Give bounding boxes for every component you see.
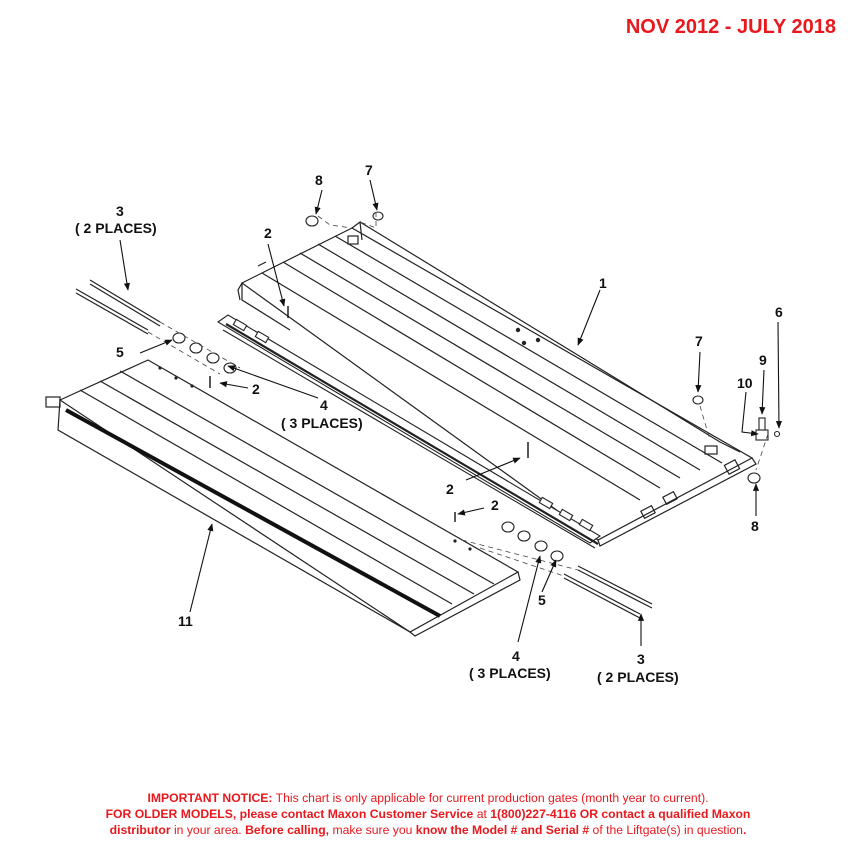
callout-1: 1 <box>599 275 607 291</box>
notice-phone: 1(800)227-4116 OR contact a qualified Ma… <box>490 807 751 821</box>
notice-model-serial: know the Model # and Serial # <box>415 823 590 837</box>
callout-9: 9 <box>759 352 767 368</box>
callout-4-left: 4 <box>320 397 328 413</box>
important-notice: IMPORTANT NOTICE: This chart is only app… <box>0 790 856 838</box>
notice-older-models: FOR OLDER MODELS, please contact Maxon C… <box>105 807 474 821</box>
hinge-pins <box>75 279 653 619</box>
callout-6: 6 <box>775 304 783 320</box>
date-range-title: NOV 2012 - JULY 2018 <box>625 16 836 38</box>
callout-labels: 1 2 2 2 2 3 ( 2 PLACES) 3 ( 2 PLACES) 4 … <box>75 162 783 685</box>
notice-liftgate: of the Liftgate(s) in question <box>589 823 743 837</box>
rollers-and-hardware <box>305 211 781 484</box>
notice-period: . <box>742 823 747 837</box>
callout-7-left: 7 <box>365 162 373 178</box>
main-platform-part <box>237 220 757 547</box>
bushings-right <box>501 521 564 562</box>
notice-in-area: in your area. <box>170 823 246 837</box>
callout-3-right: 3 <box>637 651 645 667</box>
flipover-platform-part <box>45 359 521 637</box>
callout-5-right: 5 <box>538 592 546 608</box>
notice-line-3: distributor in your area. Before calling… <box>0 822 856 838</box>
notice-distributor: distributor <box>109 823 171 837</box>
callout-7-right: 7 <box>695 333 703 349</box>
notice-line-2: FOR OLDER MODELS, please contact Maxon C… <box>0 806 856 822</box>
callout-10: 10 <box>737 375 753 391</box>
hinge-strip <box>216 314 602 549</box>
notice-text: This chart is only applicable for curren… <box>272 791 709 805</box>
callout-4-right: 4 <box>512 648 520 664</box>
callout-2-center: 2 <box>446 481 454 497</box>
callout-3-left: 3 <box>116 203 124 219</box>
notice-make-sure: make sure you <box>329 823 416 837</box>
callout-8-right: 8 <box>751 518 759 534</box>
notice-line-1: IMPORTANT NOTICE: This chart is only app… <box>0 790 856 806</box>
callout-4-right-places: ( 3 PLACES) <box>469 665 551 681</box>
part-2-markers <box>209 306 529 522</box>
callout-8-left: 8 <box>315 172 323 188</box>
callout-4-left-places: ( 3 PLACES) <box>281 415 363 431</box>
callout-2-left: 2 <box>252 381 260 397</box>
bushings-left <box>172 332 237 374</box>
alignment-lines <box>147 212 769 577</box>
notice-before-calling: Before calling, <box>245 823 330 837</box>
callout-2-right: 2 <box>491 497 499 513</box>
notice-heading: IMPORTANT NOTICE: <box>147 791 273 805</box>
callout-11: 11 <box>178 613 193 629</box>
notice-at: at <box>473 807 491 821</box>
callout-arrows <box>119 179 783 646</box>
callout-2-top: 2 <box>264 225 272 241</box>
callout-3-right-places: ( 2 PLACES) <box>597 669 679 685</box>
callout-3-left-places: ( 2 PLACES) <box>75 220 157 236</box>
callout-5-left: 5 <box>116 344 124 360</box>
